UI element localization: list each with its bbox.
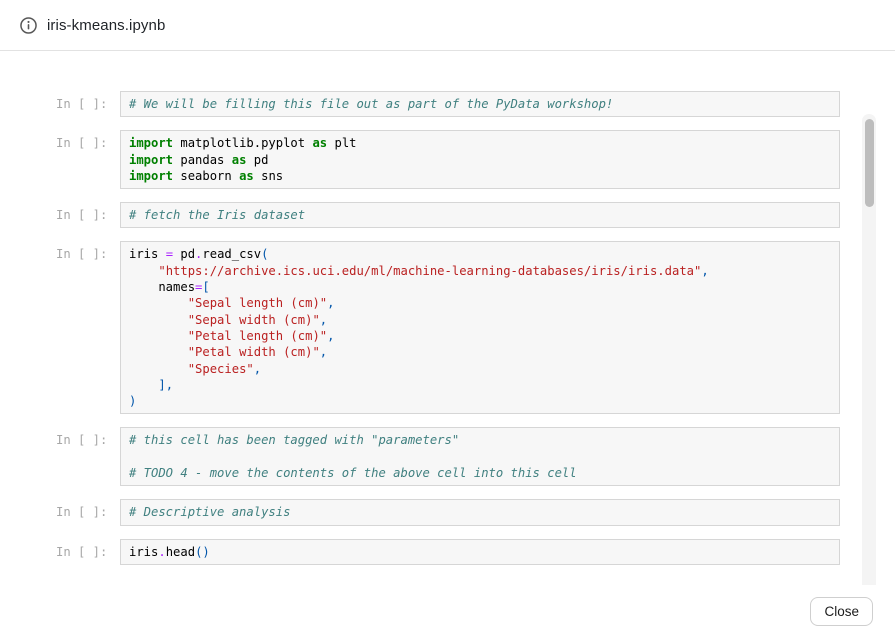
code-line: # this cell has been tagged with "parame… (129, 433, 460, 448)
code-line: import matplotlib.pyplot as plt (129, 136, 357, 151)
code-line: # Descriptive analysis (129, 505, 291, 520)
file-title: iris-kmeans.ipynb (47, 16, 166, 34)
code-cell[interactable]: iris = pd.read_csv( "https://archive.ics… (120, 241, 840, 415)
scrollbar-track[interactable] (862, 114, 876, 585)
code-line: "https://archive.ics.uci.edu/ml/machine-… (158, 263, 709, 278)
cell-prompt: In [ ]: (56, 505, 108, 520)
code-line: iris.head() (129, 544, 210, 559)
notebook-cell: In [ ]: # fetch the Iris dataset (56, 202, 895, 229)
code-line: ], (158, 377, 174, 392)
notebook-cell: In [ ]: iris.head() (56, 538, 895, 565)
cell-prompt: In [ ]: (56, 247, 108, 262)
cell-prompt: In [ ]: (56, 544, 108, 559)
code-line: "Petal length (cm)", (187, 328, 335, 343)
code-line: import pandas as pd (129, 152, 269, 167)
notebook-cell: In [ ]: iris = pd.read_csv( "https://arch… (56, 241, 895, 415)
scrollbar-thumb[interactable] (864, 119, 874, 207)
code-cell[interactable]: # We will be filling this file out as pa… (120, 91, 840, 118)
code-cell[interactable]: # this cell has been tagged with "parame… (120, 427, 840, 487)
code-line: ) (129, 394, 137, 409)
notebook-scroll-area[interactable]: In [ ]: # We will be filling this file ou… (0, 52, 895, 585)
code-line: "Petal width (cm)", (187, 345, 328, 360)
code-line: names=[ (129, 280, 210, 295)
notebook-cells: In [ ]: # We will be filling this file ou… (0, 52, 895, 565)
code-line: # TODO 4 - move the contents of the abov… (129, 466, 577, 481)
code-line: "Species", (187, 361, 262, 376)
code-line: import seaborn as sns (129, 168, 284, 183)
header: iris-kmeans.ipynb (0, 0, 895, 51)
code-line: "Sepal length (cm)", (187, 296, 335, 311)
cell-prompt: In [ ]: (56, 136, 108, 151)
info-icon (20, 16, 37, 34)
notebook-cell: In [ ]: # Descriptive analysis (56, 499, 895, 526)
code-line: "Sepal width (cm)", (187, 312, 328, 327)
cell-prompt: In [ ]: (56, 97, 108, 111)
code-line: iris = pd.read_csv( (129, 247, 269, 262)
notebook-cell: In [ ]: # this cell has been tagged with … (56, 427, 895, 487)
code-cell[interactable]: # fetch the Iris dataset (120, 202, 840, 229)
code-line (129, 449, 831, 465)
code-cell[interactable]: # Descriptive analysis (120, 499, 840, 526)
code-cell[interactable]: iris.head() (120, 538, 840, 565)
cell-prompt: In [ ]: (56, 208, 108, 223)
close-button[interactable]: Close (810, 597, 873, 626)
code-line: # fetch the Iris dataset (129, 208, 306, 223)
notebook-cell: In [ ]: # We will be filling this file ou… (56, 91, 895, 118)
cell-prompt: In [ ]: (56, 433, 108, 448)
code-line: # We will be filling this file out as pa… (129, 97, 614, 111)
